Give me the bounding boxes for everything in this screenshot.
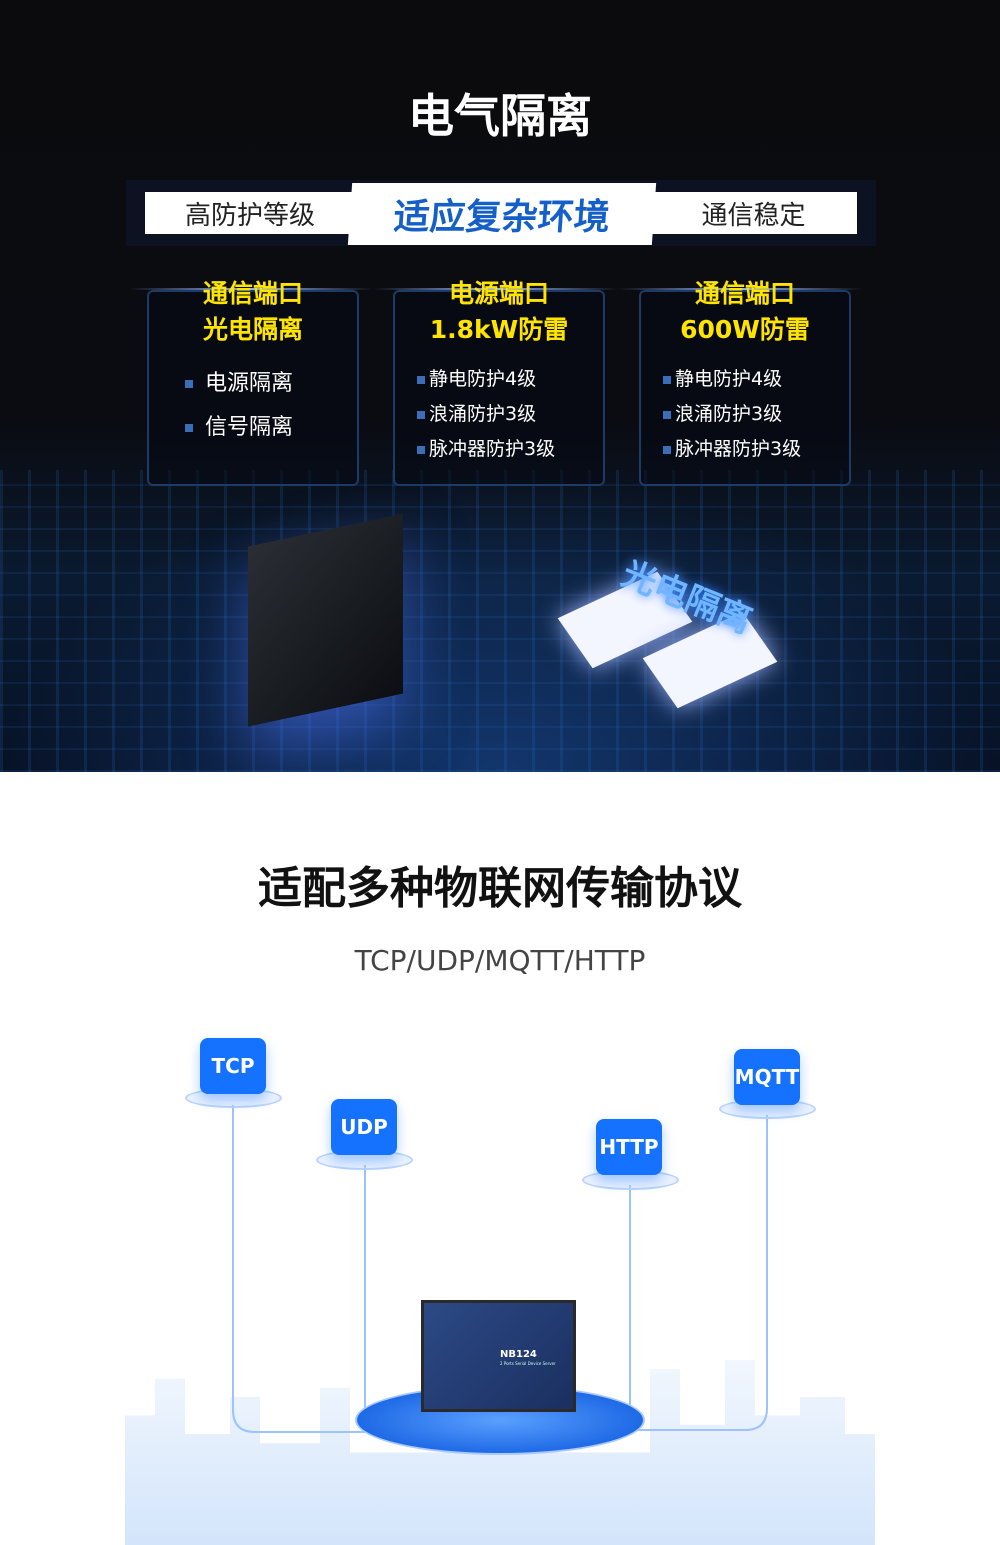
card-subtitle: 1.8kW防雷 — [429, 315, 569, 344]
lightning-line — [128, 288, 863, 290]
protocol-tcp: TCP — [200, 1038, 266, 1094]
list-item: 信号隔离 — [149, 406, 357, 450]
list-item: 浪涌防护3级 — [641, 397, 849, 432]
tab-high-protection: 高防护等级 — [145, 192, 355, 234]
card-title: 通信端口 — [694, 279, 795, 308]
protocol-http: HTTP — [596, 1119, 662, 1175]
card-power-port: 电源端口 1.8kW防雷 静电防护4级浪涌防护3级脉冲器防护3级 — [393, 279, 605, 486]
card-subtitle: 600W防雷 — [680, 315, 810, 344]
protocol-mqtt: MQTT — [734, 1049, 800, 1105]
device-description: 2 Ports Serial Device Server — [500, 1361, 556, 1366]
section-subtitle: TCP/UDP/MQTT/HTTP — [354, 944, 646, 977]
list-item: 静电防护4级 — [641, 362, 849, 397]
device-image: NB124 2 Ports Serial Device Server — [421, 1300, 576, 1412]
card-comm-port: 通信端口 600W防雷 静电防护4级浪涌防护3级脉冲器防护3级 — [639, 279, 851, 486]
section-title: 电气隔离 — [408, 89, 592, 143]
card-subtitle: 光电隔离 — [202, 315, 303, 344]
list-item: 静电防护4级 — [395, 362, 603, 397]
section-title: 适配多种物联网传输协议 — [258, 863, 742, 914]
tab-stable-communication: 通信稳定 — [650, 192, 857, 234]
list-item: 脉冲器防护3级 — [641, 432, 849, 467]
electrical-isolation-section: 电气隔离 高防护等级 通信稳定 适应复杂环境 通信端口光电隔离 电源隔离信号隔离… — [0, 0, 1000, 772]
list-item: 电源隔离 — [149, 362, 357, 406]
list-item: 浪涌防护3级 — [395, 397, 603, 432]
device-model: NB124 — [500, 1349, 537, 1360]
card-comm-isolation: 通信端口光电隔离 电源隔离信号隔离 — [147, 279, 359, 486]
protocol-udp: UDP — [331, 1099, 397, 1155]
list-item: 脉冲器防护3级 — [395, 432, 603, 467]
card-title: 通信端口 — [202, 279, 303, 308]
card-title: 电源端口 — [448, 279, 549, 308]
circuit-background — [0, 470, 1000, 772]
